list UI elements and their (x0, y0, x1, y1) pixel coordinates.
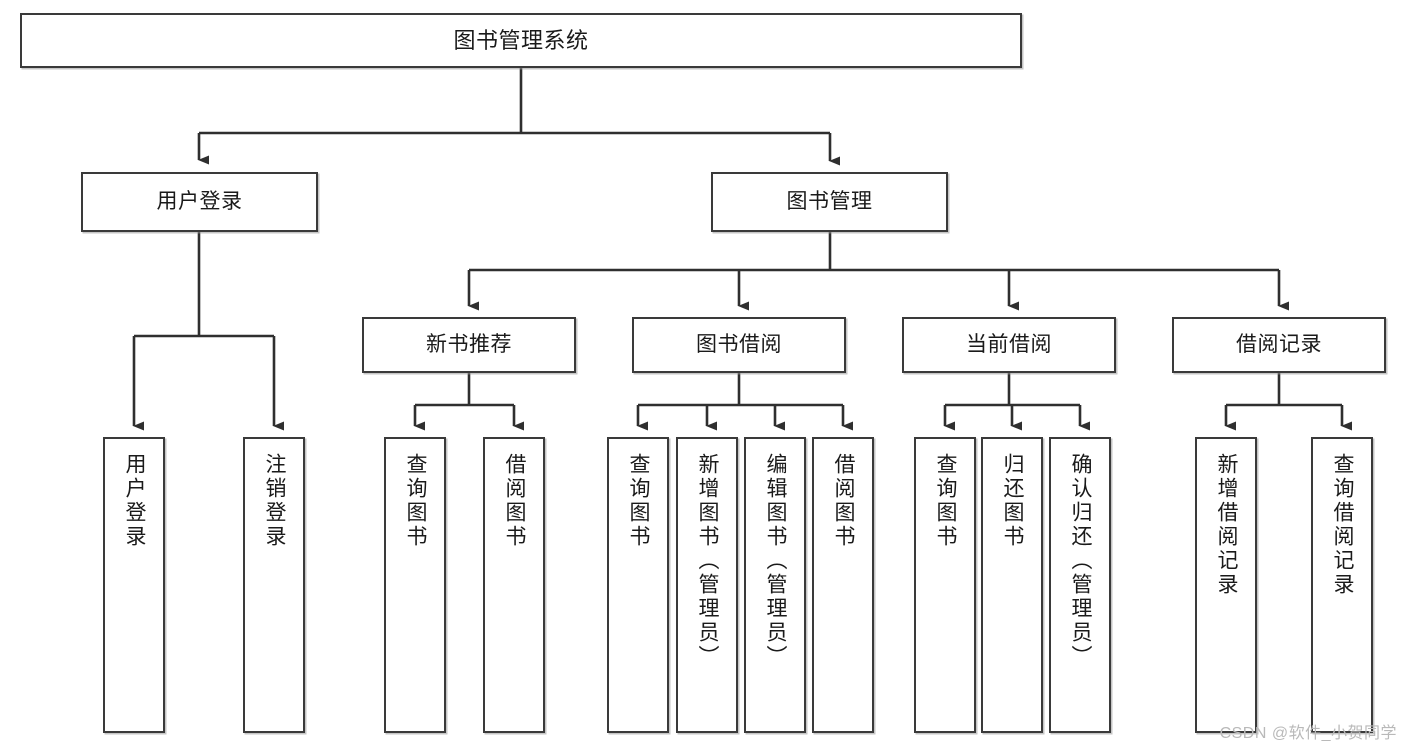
node-label: 新增借阅记录 (1215, 453, 1239, 597)
node-leaf-query-book-3[interactable]: 查询图书 (914, 437, 976, 733)
node-label: 查询图书 (627, 453, 651, 549)
node-leaf-return-book[interactable]: 归还图书 (981, 437, 1043, 733)
node-root-system[interactable]: 图书管理系统 (20, 13, 1022, 68)
node-leaf-confirm-return[interactable]: 确认归还（管理员） (1049, 437, 1111, 733)
node-label: 借阅图书 (832, 453, 856, 549)
node-leaf-add-record[interactable]: 新增借阅记录 (1195, 437, 1257, 733)
node-label: 用户登录 (123, 453, 147, 549)
node-label: 查询图书 (934, 453, 958, 549)
node-label: 新书推荐 (426, 332, 512, 356)
node-borrow-record[interactable]: 借阅记录 (1172, 317, 1386, 373)
node-leaf-edit-book[interactable]: 编辑图书（管理员） (744, 437, 806, 733)
node-label: 注销登录 (263, 453, 287, 549)
node-leaf-query-book-2[interactable]: 查询图书 (607, 437, 669, 733)
node-label: 图书管理系统 (453, 27, 589, 53)
node-label: 查询图书 (404, 453, 428, 549)
node-label: 新增图书（管理员） (696, 453, 720, 669)
node-label: 归还图书 (1001, 453, 1025, 549)
node-label: 借阅记录 (1236, 332, 1322, 356)
node-leaf-query-record[interactable]: 查询借阅记录 (1311, 437, 1373, 733)
node-new-book-recommend[interactable]: 新书推荐 (362, 317, 576, 373)
node-label: 查询借阅记录 (1331, 453, 1355, 597)
node-label: 图书借阅 (696, 332, 782, 356)
node-label: 确认归还（管理员） (1069, 453, 1093, 669)
node-book-manage[interactable]: 图书管理 (711, 172, 948, 232)
node-label: 图书管理 (786, 189, 873, 213)
node-label: 当前借阅 (966, 332, 1052, 356)
node-label: 借阅图书 (503, 453, 527, 549)
watermark-text: CSDN @软件_小贺同学 (1219, 725, 1397, 742)
node-leaf-borrow-book-2[interactable]: 借阅图书 (812, 437, 874, 733)
node-leaf-query-book-1[interactable]: 查询图书 (384, 437, 446, 733)
node-leaf-logout[interactable]: 注销登录 (243, 437, 305, 733)
node-leaf-user-login[interactable]: 用户登录 (103, 437, 165, 733)
node-current-borrow[interactable]: 当前借阅 (902, 317, 1116, 373)
node-leaf-borrow-book-1[interactable]: 借阅图书 (483, 437, 545, 733)
node-user-login[interactable]: 用户登录 (81, 172, 318, 232)
node-leaf-add-book[interactable]: 新增图书（管理员） (676, 437, 738, 733)
node-book-borrow[interactable]: 图书借阅 (632, 317, 846, 373)
node-label: 编辑图书（管理员） (764, 453, 788, 669)
node-label: 用户登录 (156, 189, 243, 213)
